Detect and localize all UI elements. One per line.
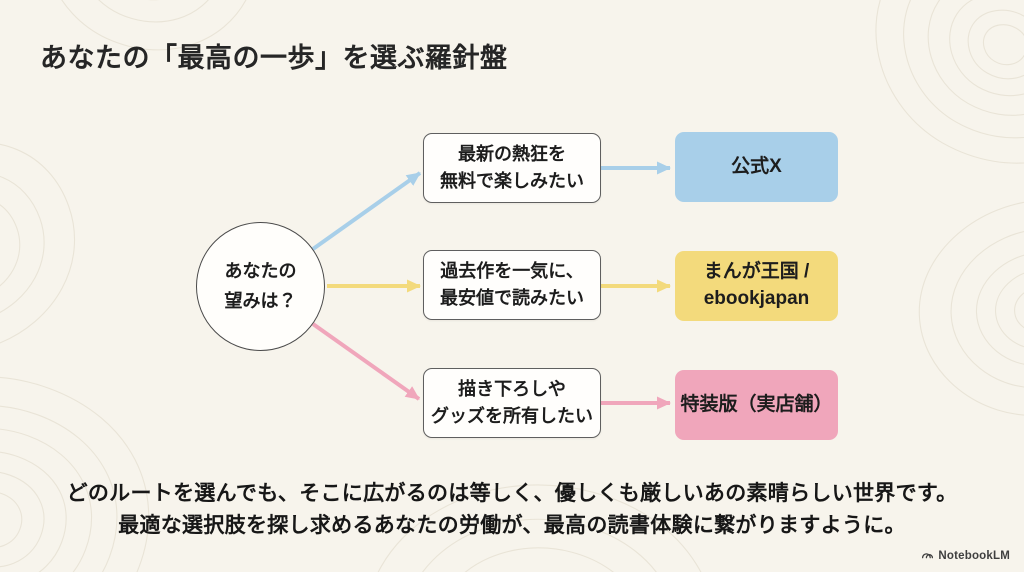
branch-3-desire-line-2: グッズを所有したい — [431, 406, 593, 426]
arrow-root-to-branch-3 — [311, 322, 421, 401]
branch-2-desire-box: 過去作を一気に、 最安値で読みたい — [423, 250, 601, 320]
page-title: あなたの「最高の一歩」を選ぶ羅針盤 — [40, 43, 508, 73]
branch-2-destination-line-1: まんが王国 / — [703, 261, 810, 283]
branch-2-desire-line-1: 過去作を一気に、 — [440, 261, 584, 281]
root-question-line-2: 望みは？ — [224, 290, 297, 311]
brand-watermark: NotebookLM — [921, 549, 1010, 562]
branch-1-desire-line-1: 最新の熱狂を — [458, 144, 566, 164]
branch-1-destination-line-1: 公式X — [731, 155, 782, 177]
closing-message-line-2: 最適な選択肢を探し求めるあなたの労働が、最高の読書体験に繋がりますように。 — [118, 514, 906, 537]
root-question-node: あなたの 望みは？ — [196, 222, 325, 351]
closing-message: どのルートを選んでも、そこに広がるのは等しく、優しくも厳しいあの素晴らしい世界で… — [0, 478, 1024, 542]
branch-1-desire-box: 最新の熱狂を 無料で楽しみたい — [423, 133, 601, 203]
branch-2-desire-line-2: 最安値で読みたい — [440, 288, 584, 308]
closing-message-line-1: どのルートを選んでも、そこに広がるのは等しく、優しくも厳しいあの素晴らしい世界で… — [66, 482, 958, 505]
notebooklm-logo-icon — [922, 553, 934, 559]
root-question-line-1: あなたの — [224, 260, 297, 281]
branch-3-destination-line-1: 特装版（実店舗） — [680, 393, 833, 415]
brand-label: NotebookLM — [938, 549, 1010, 562]
branch-3-desire-box: 描き下ろしや グッズを所有したい — [423, 368, 601, 438]
branch-1-destination-box: 公式X — [675, 132, 838, 202]
branch-2-destination-box: まんが王国 / ebookjapan — [675, 251, 838, 321]
branch-3-desire-line-1: 描き下ろしや — [458, 379, 566, 399]
arrow-root-to-branch-1 — [311, 171, 422, 251]
branch-2-destination-line-2: ebookjapan — [703, 288, 810, 309]
branch-3-destination-box: 特装版（実店舗） — [675, 370, 838, 440]
branch-1-desire-line-2: 無料で楽しみたい — [440, 171, 584, 191]
